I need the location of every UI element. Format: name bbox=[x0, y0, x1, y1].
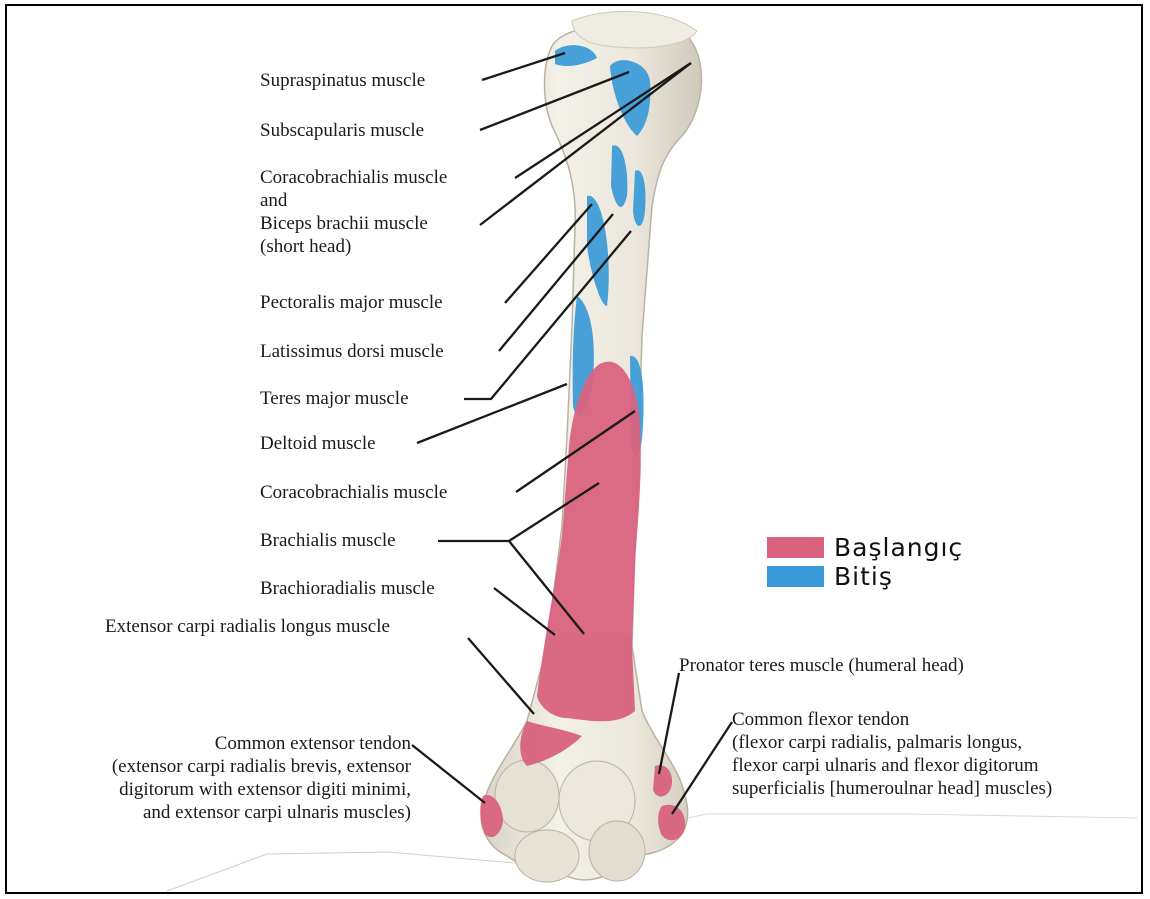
label-common-extensor: Common extensor tendon (extensor carpi r… bbox=[11, 732, 411, 824]
label-line: Common extensor tendon bbox=[11, 732, 411, 755]
label-latissimus: Latissimus dorsi muscle bbox=[260, 340, 444, 363]
legend-label-origin: Başlangıç bbox=[834, 533, 963, 562]
label-common-flexor: Common flexor tendon (flexor carpi radia… bbox=[732, 708, 1052, 800]
label-line: flexor carpi ulnaris and flexor digitoru… bbox=[732, 754, 1052, 777]
diagram-frame: Supraspinatus muscle Subscapularis muscl… bbox=[5, 4, 1143, 894]
label-subscapularis: Subscapularis muscle bbox=[260, 119, 424, 142]
legend-swatch-insertion bbox=[767, 566, 824, 587]
label-line: (extensor carpi radialis brevis, extenso… bbox=[11, 755, 411, 778]
label-line: and bbox=[260, 189, 447, 212]
label-deltoid: Deltoid muscle bbox=[260, 432, 376, 455]
label-pronator-teres: Pronator teres muscle (humeral head) bbox=[679, 654, 964, 677]
label-pectoralis: Pectoralis major muscle bbox=[260, 291, 443, 314]
label-brachioradialis: Brachioradialis muscle bbox=[260, 577, 435, 600]
label-brachialis: Brachialis muscle bbox=[260, 529, 396, 552]
label-supraspinatus: Supraspinatus muscle bbox=[260, 69, 425, 92]
legend: Başlangıç Bitiş bbox=[767, 533, 963, 591]
label-line: (short head) bbox=[260, 235, 447, 258]
label-line: (flexor carpi radialis, palmaris longus, bbox=[732, 731, 1052, 754]
label-coracobrachialis-biceps: Coracobrachialis muscle and Biceps brach… bbox=[260, 166, 447, 258]
legend-swatch-origin bbox=[767, 537, 824, 558]
label-coracobrachialis: Coracobrachialis muscle bbox=[260, 481, 447, 504]
label-line: Common flexor tendon bbox=[732, 708, 1052, 731]
label-line: digitorum with extensor digiti minimi, bbox=[11, 778, 411, 801]
label-line: and extensor carpi ulnaris muscles) bbox=[11, 801, 411, 824]
label-teres: Teres major muscle bbox=[260, 387, 409, 410]
label-line: superficialis [humeroulnar head] muscles… bbox=[732, 777, 1052, 800]
legend-item-origin: Başlangıç bbox=[767, 533, 963, 562]
label-line: Coracobrachialis muscle bbox=[260, 166, 447, 189]
label-extensor-longus: Extensor carpi radialis longus muscle bbox=[105, 615, 390, 638]
legend-item-insertion: Bitiş bbox=[767, 562, 963, 591]
label-line: Biceps brachii muscle bbox=[260, 212, 447, 235]
legend-label-insertion: Bitiş bbox=[834, 562, 893, 591]
